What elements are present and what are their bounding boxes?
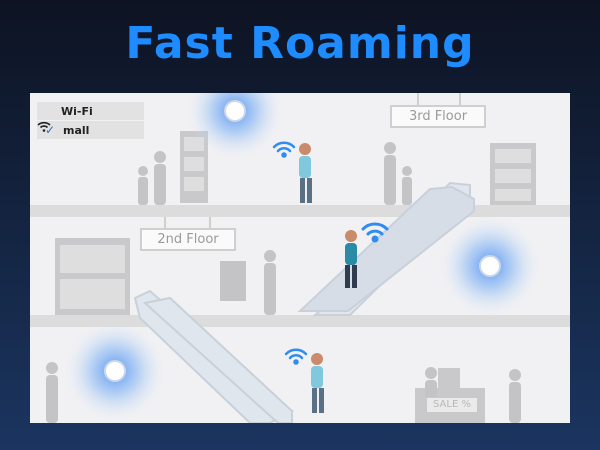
roaming-user-escalator bbox=[345, 230, 357, 288]
shopper-silhouettes bbox=[46, 142, 521, 423]
shelf-3rd-right bbox=[490, 143, 536, 205]
check-icon: ✓ bbox=[45, 123, 56, 137]
access-point-2nd-floor bbox=[440, 216, 540, 316]
access-point-3rd-floor bbox=[187, 93, 283, 159]
sale-sign: SALE % bbox=[426, 397, 478, 413]
floor-slab-3rd bbox=[30, 205, 570, 217]
mall-illustration bbox=[30, 93, 570, 423]
wifi-network-item[interactable]: ✓ mall bbox=[37, 121, 144, 139]
access-point-1st-floor bbox=[65, 321, 165, 421]
wifi-signal-icon-1st bbox=[284, 348, 308, 365]
wifi-panel-header: Wi-Fi bbox=[37, 102, 144, 120]
escalator-lower bbox=[133, 289, 295, 423]
floor-sign-2nd: 2nd Floor bbox=[140, 228, 236, 251]
clothing-rack-2nd bbox=[55, 238, 130, 315]
wifi-signal-icon-3rd bbox=[272, 141, 296, 158]
wifi-signal-icon-escalator bbox=[361, 222, 389, 243]
floor-sign-3rd: 3rd Floor bbox=[390, 105, 486, 128]
roaming-user-1st-floor bbox=[311, 353, 324, 413]
mall-scene: Wi-Fi ✓ mall 3rd Floor 2nd Floor SALE % bbox=[30, 93, 570, 423]
page-title: Fast Roaming bbox=[125, 18, 475, 69]
wifi-network-name: mall bbox=[63, 123, 90, 137]
wifi-network-panel: Wi-Fi ✓ mall bbox=[37, 102, 144, 139]
wifi-signal-icon bbox=[37, 121, 51, 132]
roaming-user-3rd-floor bbox=[299, 143, 312, 203]
